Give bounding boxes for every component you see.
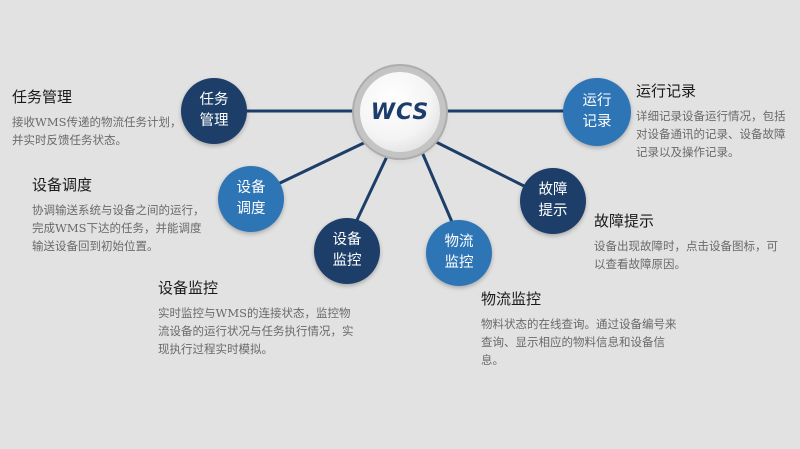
desc-task-management-title: 任务管理 [12, 88, 73, 106]
connector-sched [278, 138, 372, 185]
desc-task-management-text: 接收WMS传递的物流任务计划，并实时反馈任务状态。 [12, 115, 182, 147]
node-task-management: 任务 管理 [181, 78, 247, 144]
wcs-hub: WCS [360, 72, 440, 152]
node-fault-alert: 故障 提示 [520, 168, 586, 234]
desc-fault-alert-text: 设备出现故障时，点击设备图标，可以查看故障原因。 [594, 239, 778, 271]
node-logistics-monitoring-label: 物流 监控 [444, 234, 474, 271]
connector-flow [420, 150, 454, 224]
node-fault-alert-label: 故障 提示 [538, 182, 568, 219]
node-device-monitoring-label: 设备 监控 [332, 232, 362, 269]
desc-device-scheduling: 设备调度 协调输送系统与设备之间的运行，完成WMS下达的任务，并能调度输送设备回… [32, 174, 212, 255]
desc-fault-alert-title: 故障提示 [594, 212, 655, 230]
node-run-log: 运行 记录 [563, 78, 631, 146]
desc-device-monitoring-text: 实时监控与WMS的连接状态，监控物流设备的运行状况与任务执行情况，实现执行过程实… [158, 306, 354, 356]
desc-run-log-text: 详细记录设备运行情况，包括对设备通讯的记录、设备故障记录以及操作记录。 [636, 109, 786, 159]
node-device-scheduling-label: 设备 调度 [236, 180, 266, 217]
desc-logistics-monitoring: 物流监控 物料状态的在线查询。通过设备编号来查询、显示相应的物料信息和设备信息。 [481, 288, 681, 369]
desc-device-scheduling-text: 协调输送系统与设备之间的运行，完成WMS下达的任务，并能调度输送设备回到初始位置… [32, 203, 205, 253]
desc-run-log-title: 运行记录 [636, 82, 697, 100]
node-device-monitoring: 设备 监控 [314, 218, 380, 284]
desc-device-monitoring: 设备监控 实时监控与WMS的连接状态，监控物流设备的运行状况与任务执行情况，实现… [158, 277, 358, 358]
desc-task-management: 任务管理 接收WMS传递的物流任务计划，并实时反馈任务状态。 [12, 86, 182, 149]
desc-device-monitoring-title: 设备监控 [158, 279, 219, 297]
node-run-log-label: 运行 记录 [582, 93, 612, 130]
node-task-management-label: 任务 管理 [199, 92, 229, 129]
connector-monitor [355, 148, 392, 222]
desc-fault-alert: 故障提示 设备出现故障时，点击设备图标，可以查看故障原因。 [594, 210, 779, 273]
desc-logistics-monitoring-title: 物流监控 [481, 290, 542, 308]
desc-run-log: 运行记录 详细记录设备运行情况，包括对设备通讯的记录、设备故障记录以及操作记录。 [636, 80, 796, 161]
desc-logistics-monitoring-text: 物料状态的在线查询。通过设备编号来查询、显示相应的物料信息和设备信息。 [481, 317, 677, 367]
node-device-scheduling: 设备 调度 [218, 166, 284, 232]
desc-device-scheduling-title: 设备调度 [32, 176, 93, 194]
wcs-hub-label: WCS [370, 99, 430, 125]
connector-fault [430, 138, 526, 188]
node-logistics-monitoring: 物流 监控 [426, 220, 492, 286]
